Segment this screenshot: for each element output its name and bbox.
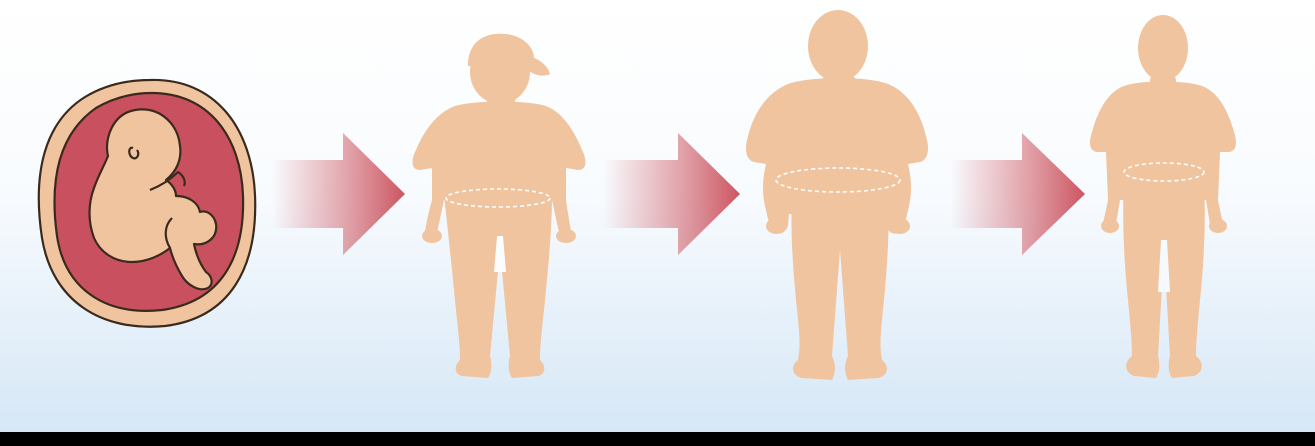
fetus-in-womb-icon [39, 80, 255, 327]
child-hand-left [422, 229, 442, 243]
obese-head [808, 10, 868, 82]
bottom-bar [0, 432, 1315, 446]
obese-hand-left [766, 218, 786, 234]
adult-hand-right [1209, 219, 1227, 233]
adult-head [1138, 15, 1188, 81]
obese-hand-right [890, 218, 910, 234]
adult-hand-left [1101, 219, 1119, 233]
child-hand-right [556, 229, 576, 243]
